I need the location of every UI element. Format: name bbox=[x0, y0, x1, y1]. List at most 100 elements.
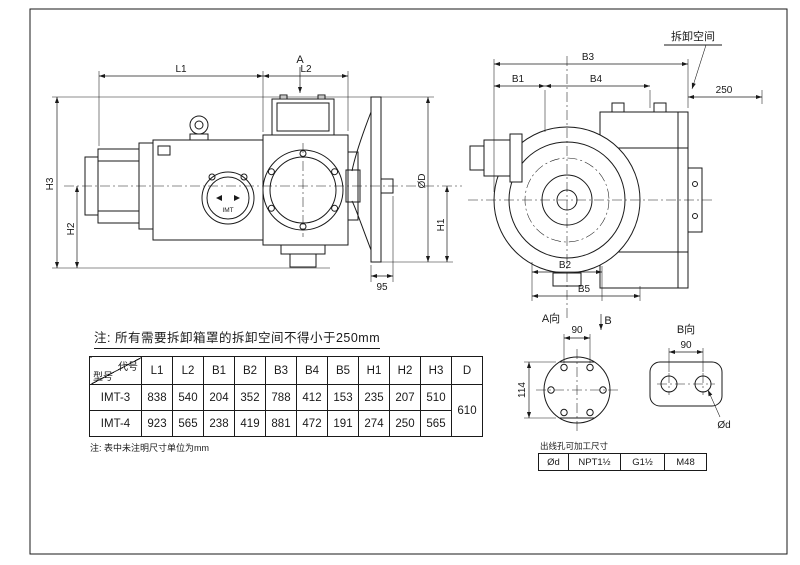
dim-label-90-flange: 90 bbox=[571, 325, 583, 336]
dim-label-phi-d-small: Ød bbox=[717, 420, 730, 431]
dim-label-l1: L1 bbox=[175, 64, 187, 75]
disassembly-space-label: 拆卸空间 bbox=[671, 29, 715, 43]
dim-label-b1: B1 bbox=[512, 74, 525, 85]
stem-nut bbox=[289, 253, 317, 268]
dim-label-95: 95 bbox=[376, 282, 388, 293]
dim-label-b3: B3 bbox=[582, 52, 595, 63]
value-cell-d: 610 bbox=[451, 384, 483, 437]
value-cell: 419 bbox=[234, 410, 266, 437]
note-units: 注: 表中未注明尺寸单位为mm bbox=[90, 443, 209, 453]
sheet-frame bbox=[29, 8, 788, 555]
side-view: IMT bbox=[64, 94, 462, 268]
side-view-dimensions: L1 L2 A H3 H2 ØD H1 95 bbox=[45, 54, 453, 293]
dim-label-h1: H1 bbox=[436, 218, 447, 231]
col-header-h1: H1 bbox=[358, 356, 390, 385]
value-cell: 412 bbox=[296, 384, 328, 411]
value-cell: 838 bbox=[141, 384, 173, 411]
value-cell: 540 bbox=[172, 384, 204, 411]
value-cell: 204 bbox=[203, 384, 235, 411]
cable-entry-cell-g: G1½ bbox=[620, 453, 665, 471]
dim-label-b4: B4 bbox=[590, 74, 603, 85]
control-housing: IMT bbox=[152, 115, 264, 241]
cover-bolt bbox=[653, 102, 667, 113]
value-cell: 153 bbox=[327, 384, 359, 411]
table-row-imt4: IMT-4 923 565 238 419 881 472 191 274 25… bbox=[89, 410, 483, 437]
value-cell: 352 bbox=[234, 384, 266, 411]
dial-pointer-left bbox=[216, 195, 222, 201]
model-cell: IMT-4 bbox=[89, 410, 142, 437]
dim-label-90-plate: 90 bbox=[680, 340, 692, 351]
value-cell: 274 bbox=[358, 410, 390, 437]
terminal-compartment bbox=[271, 98, 335, 136]
table-header-row: 代号 型号 L1 L2 B1 B2 B3 B4 B5 H1 H2 H3 D bbox=[89, 356, 483, 385]
col-header-l1: L1 bbox=[141, 356, 173, 385]
dimension-table: 代号 型号 L1 L2 B1 B2 B3 B4 B5 H1 H2 H3 D IM… bbox=[89, 356, 483, 437]
end-view bbox=[468, 56, 714, 318]
col-header-l2: L2 bbox=[172, 356, 204, 385]
dim-label-b5: B5 bbox=[578, 284, 591, 295]
value-cell: 510 bbox=[420, 384, 452, 411]
col-header-b3: B3 bbox=[265, 356, 297, 385]
dim-label-phi-d: ØD bbox=[417, 174, 428, 189]
cable-entry-cell-phid: Ød bbox=[538, 453, 569, 471]
col-header-d: D bbox=[451, 356, 483, 385]
dial-pointer-right bbox=[234, 195, 240, 201]
note-disassembly-space: 注: 所有需要拆卸箱罩的拆卸空间不得小于250mm bbox=[94, 327, 381, 349]
value-cell: 923 bbox=[141, 410, 173, 437]
dim-label-l2: L2 bbox=[300, 64, 312, 75]
col-header-b1: B1 bbox=[203, 356, 235, 385]
col-header-b4: B4 bbox=[296, 356, 328, 385]
indicator-lamp bbox=[240, 173, 248, 181]
value-cell: 472 bbox=[296, 410, 328, 437]
view-b-title: B向 bbox=[677, 322, 695, 336]
value-cell: 235 bbox=[358, 384, 390, 411]
value-cell: 207 bbox=[389, 384, 421, 411]
cover-bolt bbox=[611, 102, 625, 113]
cable-entry-cell-m48: M48 bbox=[664, 453, 707, 471]
view-a-title: A向 bbox=[542, 311, 560, 325]
lifting-eye bbox=[189, 115, 209, 135]
value-cell: 191 bbox=[327, 410, 359, 437]
cable-entry-cell-npt: NPT1½ bbox=[568, 453, 621, 471]
value-cell: 565 bbox=[172, 410, 204, 437]
value-cell: 788 bbox=[265, 384, 297, 411]
control-dial bbox=[201, 171, 255, 225]
col-header-h3: H3 bbox=[420, 356, 452, 385]
table-row-imt3: IMT-3 838 540 204 352 788 412 153 235 20… bbox=[89, 384, 483, 437]
end-view-dimensions: B3 B1 B4 250 B2 B5 拆卸空间 bbox=[493, 29, 763, 301]
dim-label-h2: H2 bbox=[66, 222, 77, 235]
brand-label: IMT bbox=[222, 207, 233, 214]
value-cell: 238 bbox=[203, 410, 235, 437]
dim-label-b2: B2 bbox=[559, 260, 572, 271]
view-marker-a: A bbox=[296, 54, 304, 66]
model-cell: IMT-3 bbox=[89, 384, 142, 411]
cable-entry-block: 出线孔可加工尺寸 Ød NPT1½ G1½ M48 bbox=[538, 440, 707, 471]
corner-label-model: 型号 bbox=[93, 372, 113, 383]
dim-label-114: 114 bbox=[517, 382, 528, 398]
cable-entry-row: Ød NPT1½ G1½ M48 bbox=[538, 453, 707, 471]
col-header-b5: B5 bbox=[327, 356, 359, 385]
view-b-detail: B向 90 Ød bbox=[649, 322, 731, 431]
value-cell: 565 bbox=[420, 410, 452, 437]
cable-entry-table: Ød NPT1½ G1½ M48 bbox=[538, 453, 707, 471]
indicator-lamp bbox=[208, 173, 216, 181]
value-cell: 250 bbox=[389, 410, 421, 437]
dim-label-h3: H3 bbox=[45, 177, 56, 190]
handwheel-side bbox=[345, 96, 394, 263]
view-marker-b: B bbox=[604, 315, 611, 327]
col-header-h2: H2 bbox=[389, 356, 421, 385]
table-corner-cell: 代号 型号 bbox=[89, 356, 142, 385]
cable-entry-plate bbox=[649, 361, 723, 407]
value-cell: 881 bbox=[265, 410, 297, 437]
cable-entry-title: 出线孔可加工尺寸 bbox=[540, 441, 609, 451]
col-header-b2: B2 bbox=[234, 356, 266, 385]
view-a-detail: A向 B 90 114 bbox=[517, 311, 618, 431]
motor-end bbox=[469, 133, 523, 183]
corner-label-code: 代号 bbox=[118, 362, 138, 373]
gearcase-side bbox=[262, 94, 349, 268]
dim-label-250: 250 bbox=[716, 85, 733, 96]
leader-line bbox=[707, 389, 721, 418]
base-plate bbox=[280, 244, 326, 255]
